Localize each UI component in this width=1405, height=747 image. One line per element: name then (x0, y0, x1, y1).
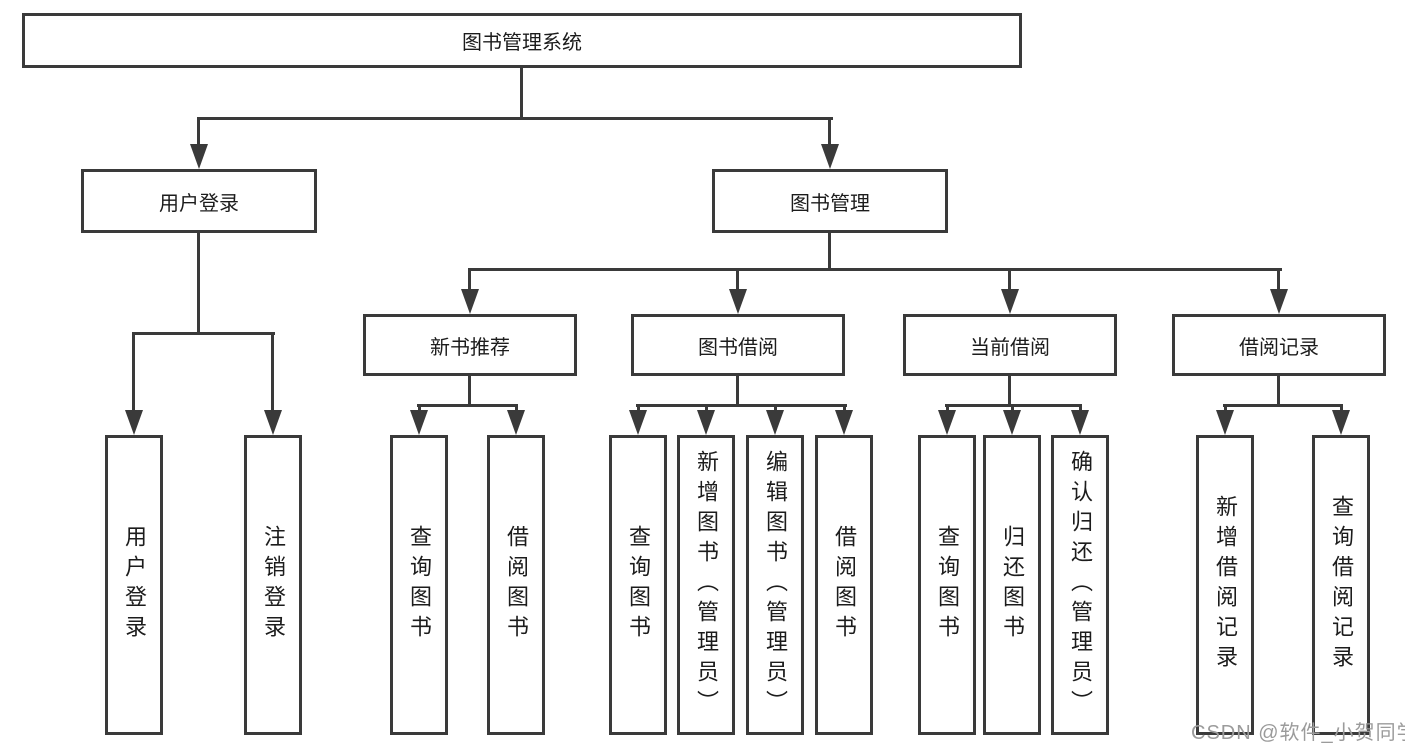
arrowhead-leaf (410, 410, 428, 435)
leaf-current-return: 归还图书 (983, 435, 1041, 735)
arrowhead-logout (264, 410, 282, 435)
arrowhead-leaf (507, 410, 525, 435)
arrowhead-leaf (766, 410, 784, 435)
node-user-login: 用户登录 (81, 169, 317, 233)
arrowhead-leaf (629, 410, 647, 435)
connector-book-borrow-stub (736, 376, 739, 407)
node-book-mgmt: 图书管理 (712, 169, 948, 233)
connector-current-borrow-stub (1008, 376, 1011, 407)
csdn-watermark: CSDN @软件_小贺同学 (1191, 722, 1405, 744)
arrowhead-current-borrow (1001, 289, 1019, 314)
connector-drop-leaf (1224, 404, 1227, 414)
connector-drop-leaf (774, 404, 777, 414)
connector-drop-leaf (946, 404, 949, 414)
connector-drop-logout (271, 332, 274, 414)
leaf-current-confirm: 确认归还（管理员） (1051, 435, 1109, 735)
arrowhead-leaf (938, 410, 956, 435)
connector-book-mgmt-stub (828, 233, 831, 270)
connector-drop-leaf (705, 404, 708, 414)
arrowhead-leaf (1332, 410, 1350, 435)
connector-level2-bar (197, 117, 833, 120)
arrowhead-leaf (697, 410, 715, 435)
arrowhead-leaf (1216, 410, 1234, 435)
node-book-borrow: 图书借阅 (631, 314, 845, 376)
connector-drop-leaf (637, 404, 640, 414)
connector-drop-leaf (1011, 404, 1014, 414)
connector-drop-leaf (515, 404, 518, 414)
connector-book-borrow-bar (636, 404, 847, 407)
node-root: 图书管理系统 (22, 13, 1022, 68)
connector-drop-current-borrow (1008, 268, 1011, 294)
connector-drop-leaf (418, 404, 421, 414)
connector-new-books-stub (468, 376, 471, 407)
leaf-borrow-edit: 编辑图书（管理员） (746, 435, 804, 735)
arrowhead-book-mgmt (821, 144, 839, 169)
leaf-records-query: 查询借阅记录 (1312, 435, 1370, 735)
connector-drop-book-mgmt (828, 117, 831, 147)
node-new-books: 新书推荐 (363, 314, 577, 376)
arrowhead-leaf (1071, 410, 1089, 435)
leaf-logout: 注销登录 (244, 435, 302, 735)
arrowhead-borrow-records (1270, 289, 1288, 314)
arrowhead-book-borrow (729, 289, 747, 314)
connector-drop-leaf (1340, 404, 1343, 414)
connector-borrow-records-bar (1223, 404, 1343, 407)
connector-drop-leaf (843, 404, 846, 414)
leaf-borrow-add: 新增图书（管理员） (677, 435, 735, 735)
leaf-newbooks-borrow: 借阅图书 (487, 435, 545, 735)
connector-root-stub (520, 68, 523, 119)
connector-drop-new-books (468, 268, 471, 294)
connector-user-login-stub (197, 233, 200, 335)
arrowhead-user-login (190, 144, 208, 169)
leaf-borrow-query: 查询图书 (609, 435, 667, 735)
arrowhead-leaf (1003, 410, 1021, 435)
connector-new-books-bar (417, 404, 518, 407)
connector-drop-user-login (197, 117, 200, 147)
connector-drop-leaf (1079, 404, 1082, 414)
leaf-newbooks-query: 查询图书 (390, 435, 448, 735)
connector-user-login-bar (132, 332, 275, 335)
arrowhead-login (125, 410, 143, 435)
connector-borrow-records-stub (1277, 376, 1280, 407)
connector-drop-book-borrow (736, 268, 739, 294)
connector-drop-login (132, 332, 135, 414)
connector-sections-bar (468, 268, 1282, 271)
arrowhead-leaf (835, 410, 853, 435)
node-borrow-records: 借阅记录 (1172, 314, 1386, 376)
leaf-current-query: 查询图书 (918, 435, 976, 735)
leaf-records-add: 新增借阅记录 (1196, 435, 1254, 735)
arrowhead-new-books (461, 289, 479, 314)
connector-drop-borrow-records (1277, 268, 1280, 294)
leaf-borrow-borrow: 借阅图书 (815, 435, 873, 735)
node-current-borrow: 当前借阅 (903, 314, 1117, 376)
leaf-login: 用户登录 (105, 435, 163, 735)
